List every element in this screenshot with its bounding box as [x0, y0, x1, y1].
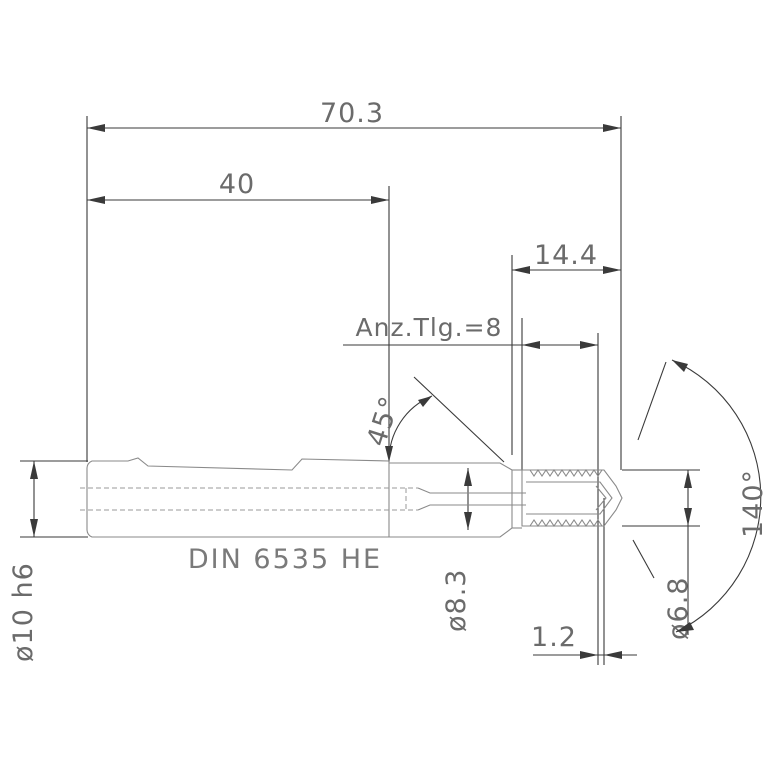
label-shank-diameter: ø10 h6 [8, 562, 39, 662]
label-thread-length: 14.4 [534, 240, 598, 271]
label-neck-diameter: ø8.3 [441, 569, 472, 632]
dimension-neck-diameter: ø8.3 [441, 468, 472, 632]
dimension-tip-length: 1.2 [531, 622, 637, 659]
dimension-shank-length: 40 [87, 169, 389, 204]
tool-body [86, 457, 623, 538]
label-standard: DIN 6535 HE [188, 544, 382, 575]
label-total-length: 70.3 [320, 98, 384, 129]
dimension-tip-diameter: ø6.8 [632, 470, 694, 640]
coolant-channel [80, 487, 526, 511]
dimension-teeth-count: Anz.Tlg.=8 [343, 313, 598, 349]
dimension-chamfer-angle: 45° [361, 376, 505, 463]
dimension-shank-diameter: ø10 h6 [8, 461, 39, 662]
label-teeth-count: Anz.Tlg.=8 [356, 313, 503, 342]
dimension-point-angle: 140° [637, 359, 767, 633]
dimension-thread-length: 14.4 [512, 240, 621, 274]
label-chamfer-angle: 45° [361, 392, 406, 450]
label-tip-length: 1.2 [531, 622, 577, 653]
label-shank-length: 40 [219, 169, 255, 200]
dimension-total-length: 70.3 [87, 98, 621, 132]
extension-lines [20, 116, 700, 665]
label-point-angle: 140° [738, 469, 767, 538]
